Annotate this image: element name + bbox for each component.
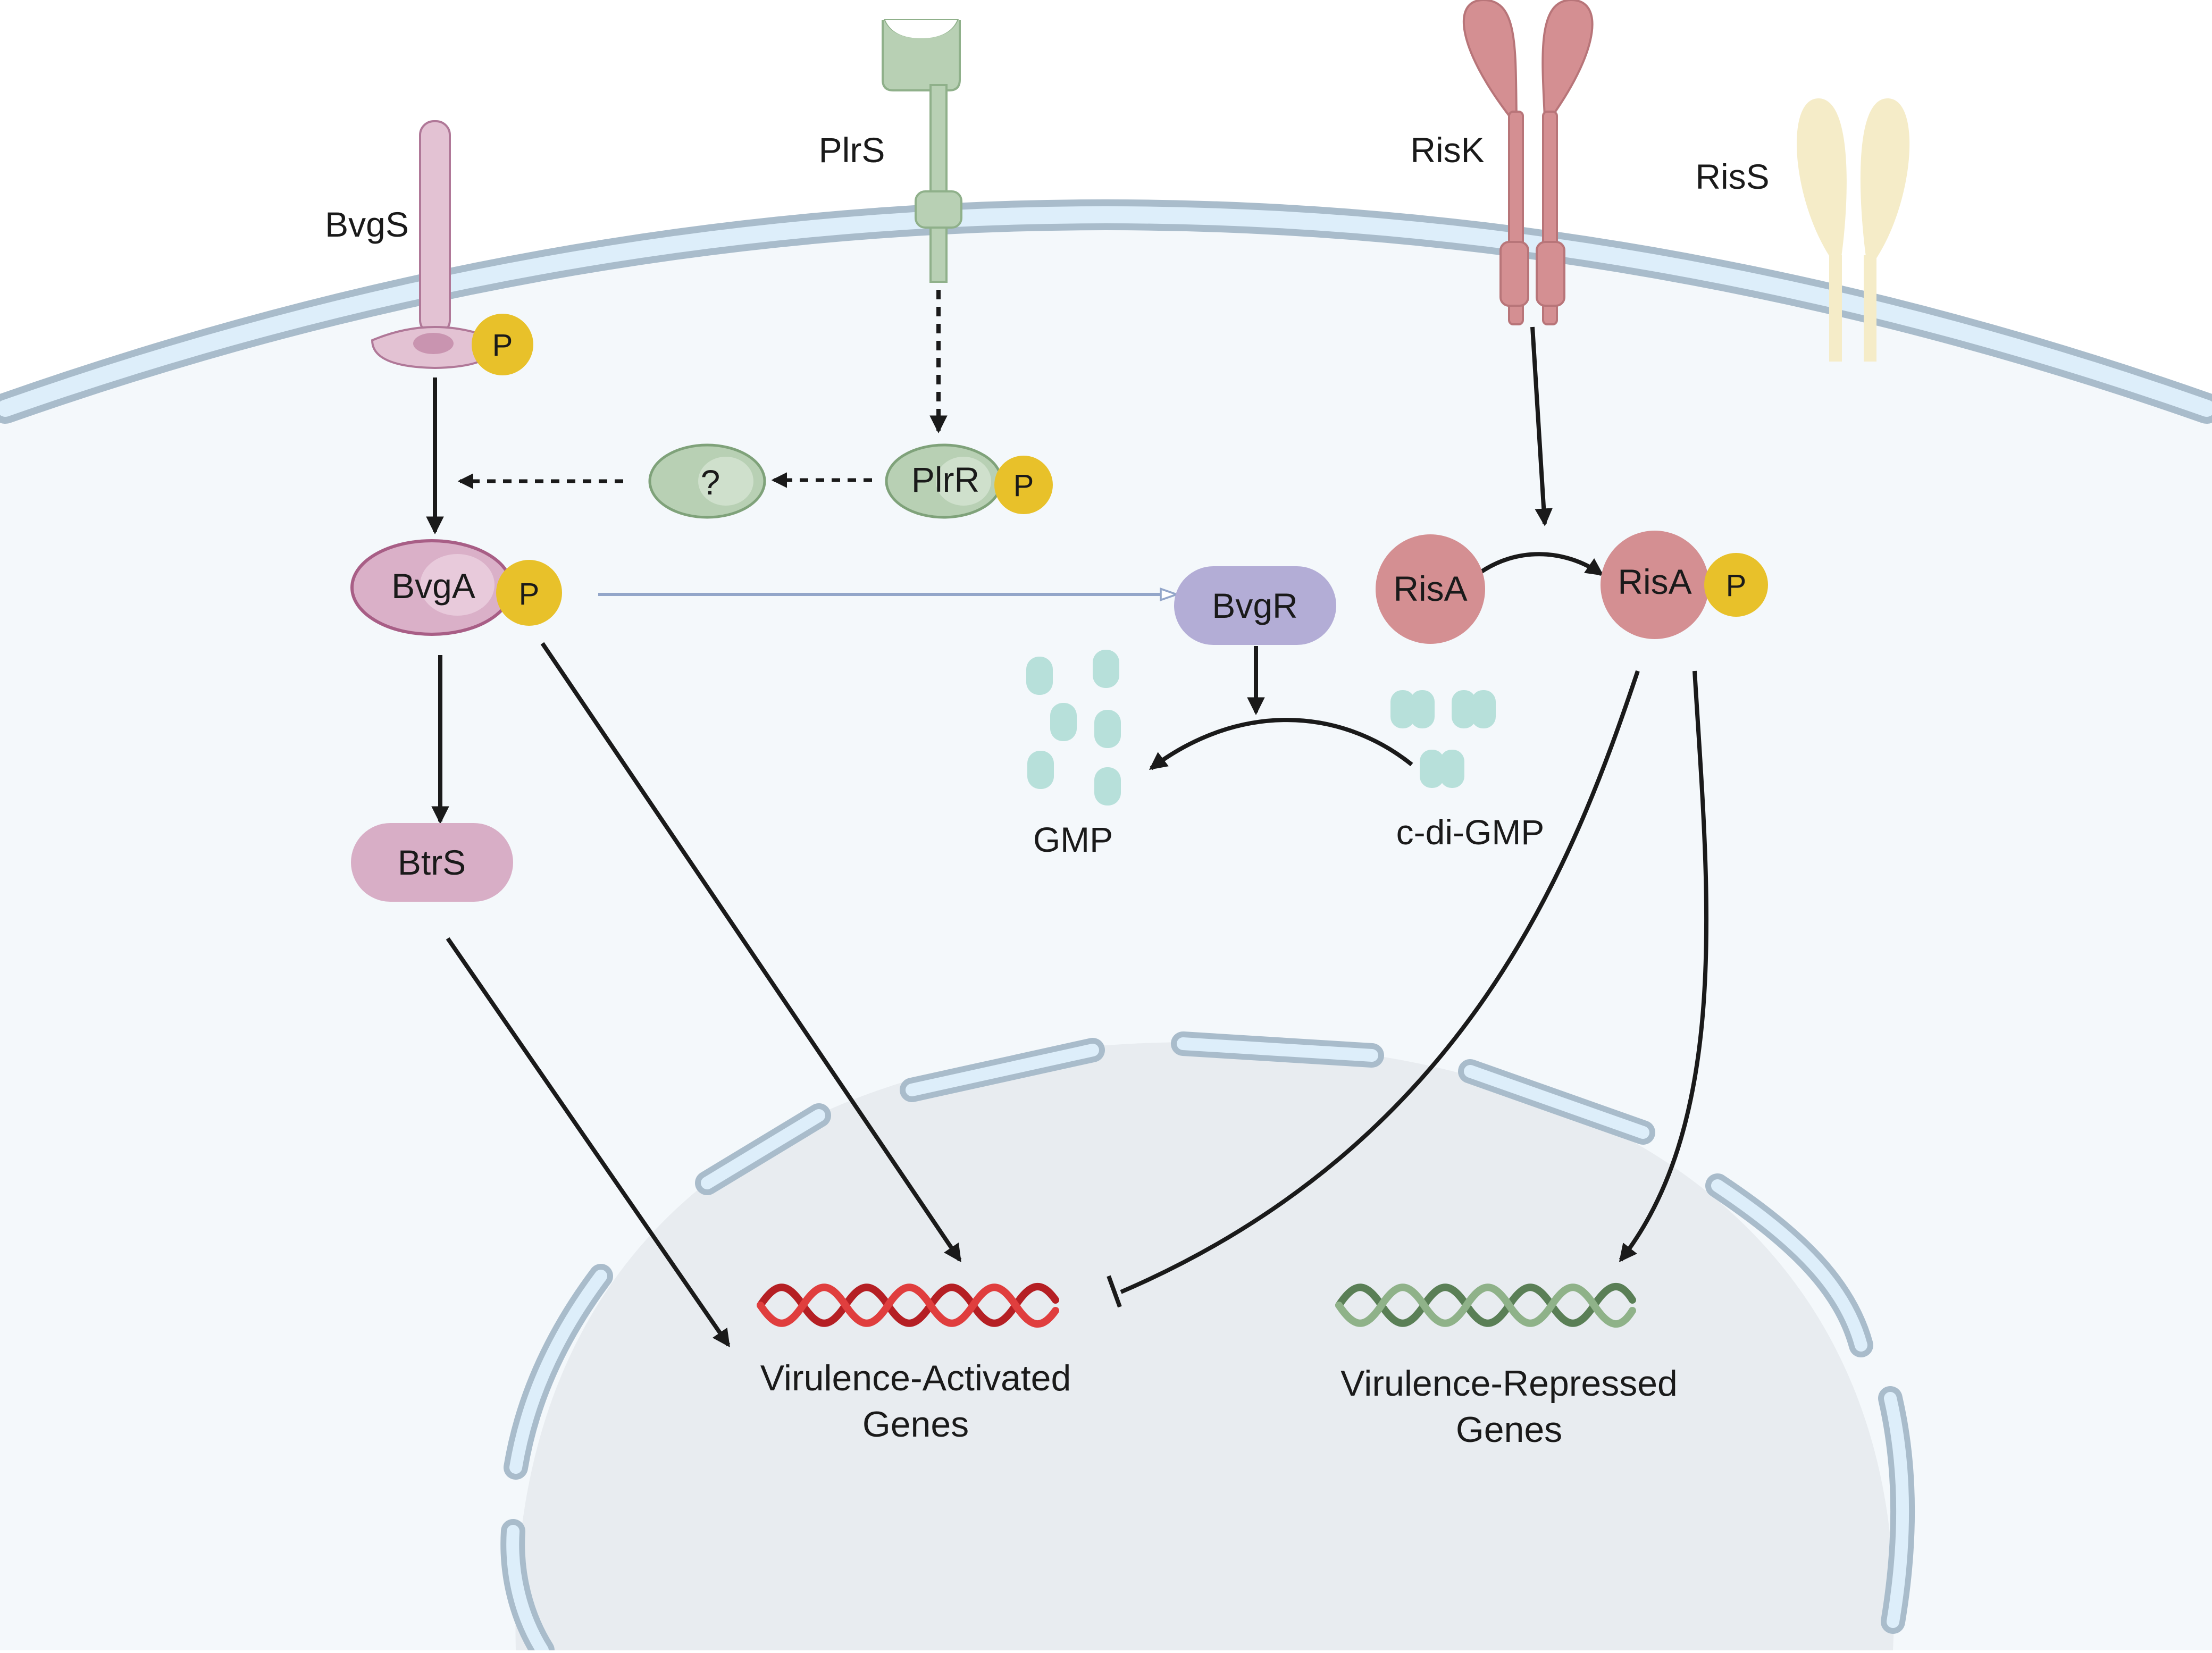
risk-receptor xyxy=(1462,0,1594,325)
svg-text:RisA: RisA xyxy=(1618,562,1691,601)
svg-text:P: P xyxy=(519,577,540,611)
cdigmp-label: c-di-GMP xyxy=(1396,812,1545,852)
bvgs-receptor xyxy=(371,120,499,370)
bvgs-label: BvgS xyxy=(325,205,409,244)
btrs-node: BtrS xyxy=(351,823,513,902)
arrow-risa-to-repressed-genes xyxy=(1619,670,1709,1262)
riss-receptor xyxy=(1797,98,1910,362)
svg-text:?: ? xyxy=(701,463,720,502)
gmp-label: GMP xyxy=(1033,820,1113,859)
arrow-risk-to-risa xyxy=(1530,326,1553,527)
svg-text:P: P xyxy=(1726,568,1747,603)
plrs-label: PlrS xyxy=(819,130,885,170)
svg-text:PlrR: PlrR xyxy=(911,460,979,499)
bvga-node: BvgA xyxy=(350,539,513,636)
risa-phospho: P xyxy=(1704,553,1768,617)
risa-node: RisA xyxy=(1376,534,1485,644)
unknown-protein: ? xyxy=(648,443,766,519)
plrr-phospho: P xyxy=(994,456,1053,514)
svg-text:P: P xyxy=(1013,468,1034,503)
svg-text:P: P xyxy=(492,328,513,363)
nucleoid xyxy=(515,1042,1895,1650)
bvga-phospho: P xyxy=(496,560,562,626)
svg-text:Genes: Genes xyxy=(862,1404,969,1445)
activated-genes-dna xyxy=(757,1282,1059,1328)
arrow-risa-phosphorylation xyxy=(1478,552,1604,576)
bvgs-phospho: P xyxy=(472,314,533,375)
riss-label: RisS xyxy=(1695,157,1769,196)
svg-text:Virulence-Activated: Virulence-Activated xyxy=(760,1358,1071,1398)
arrow-btrs-to-activated-genes xyxy=(446,937,731,1348)
svg-text:Genes: Genes xyxy=(1456,1409,1562,1450)
activated-genes-label: Virulence-Activated Genes xyxy=(760,1358,1071,1445)
svg-text:BvgA: BvgA xyxy=(391,566,475,606)
svg-text:Virulence-Repressed: Virulence-Repressed xyxy=(1340,1363,1678,1404)
arrow-cdigmp-to-gmp xyxy=(1149,718,1413,770)
svg-text:RisA: RisA xyxy=(1393,569,1467,608)
plrr-node: PlrR xyxy=(885,443,1003,519)
svg-text:BvgR: BvgR xyxy=(1212,586,1297,625)
svg-text:BtrS: BtrS xyxy=(398,843,466,882)
risa-p-node: RisA xyxy=(1601,531,1709,639)
cdigmp-molecules xyxy=(1390,690,1496,788)
gmp-molecules xyxy=(1026,650,1121,805)
plrs-receptor xyxy=(882,19,962,283)
inhibition-risa-to-activated-genes xyxy=(1107,670,1640,1308)
nucleoid-envelope xyxy=(500,1031,1915,1653)
bvgr-node: BvgR xyxy=(1174,566,1336,645)
arrow-bvga-to-activated-genes xyxy=(540,642,962,1263)
repressed-genes-dna xyxy=(1335,1282,1636,1328)
repressed-genes-label: Virulence-Repressed Genes xyxy=(1340,1363,1678,1450)
cell-membrane xyxy=(0,199,2212,424)
risk-label: RisK xyxy=(1410,130,1484,170)
